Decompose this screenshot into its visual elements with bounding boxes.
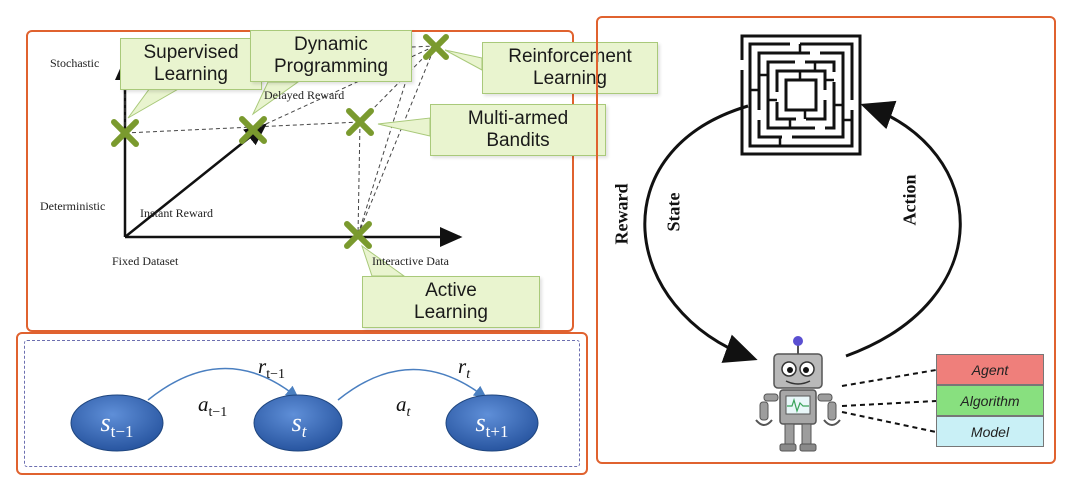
- legend-model: Model: [936, 416, 1044, 447]
- reward-base: r: [458, 354, 467, 378]
- state-label-next: st+1: [455, 408, 529, 442]
- marker-reinforcement: [423, 34, 449, 60]
- state-base: s: [100, 408, 111, 437]
- mdp-chain-panel: [16, 332, 588, 475]
- state-node: [253, 394, 343, 452]
- callout-line: Active: [425, 280, 477, 301]
- callout-line: Bandits: [486, 130, 550, 151]
- label-deterministic: Deterministic: [40, 199, 106, 213]
- reward-label: Reward: [611, 183, 632, 245]
- connector-algorithm: [841, 400, 937, 407]
- state-label-prev: st−1: [80, 408, 154, 442]
- transition-arrow-1: [147, 367, 300, 401]
- label-delayed-reward: Delayed Reward: [264, 88, 345, 102]
- callout-line: Learning: [533, 68, 607, 89]
- callout-line: Supervised: [143, 42, 239, 63]
- action-sub: t−1: [208, 405, 228, 421]
- marker-active: [344, 221, 372, 249]
- callout-line: Reinforcement: [508, 46, 632, 67]
- agent-environment-panel: [596, 16, 1056, 464]
- label-fixed-dataset: Fixed Dataset: [112, 254, 179, 268]
- connector-agent: [841, 369, 937, 387]
- state-sub: t+1: [485, 422, 509, 442]
- transition-arrow-2: [337, 368, 488, 401]
- action-label-prev: at−1: [198, 392, 227, 421]
- marker-supervised: [111, 119, 139, 147]
- label-interactive-data: Interactive Data: [372, 254, 449, 268]
- state-node: [445, 394, 539, 452]
- action-label: Action: [899, 174, 920, 226]
- state-base: s: [475, 408, 486, 437]
- mdp-chain-inner-frame: [24, 340, 580, 467]
- callout-line: Programming: [273, 56, 389, 77]
- action-sub: t: [406, 405, 411, 421]
- callout-line: Learning: [414, 302, 488, 323]
- state-node: [70, 394, 164, 452]
- state-label: State: [663, 192, 684, 232]
- label-stochastic: Stochastic: [50, 56, 100, 70]
- callout-line: Learning: [154, 64, 228, 85]
- reward-label-current: rt: [458, 354, 470, 383]
- reward-base: r: [258, 354, 267, 378]
- callout-line: Dynamic: [294, 34, 368, 55]
- marker-bandits: [346, 108, 374, 136]
- reward-label-prev: rt−1: [258, 354, 285, 383]
- label-instant-reward: Instant Reward: [140, 206, 213, 220]
- connector-model: [841, 411, 937, 433]
- maze-icon: [739, 34, 862, 156]
- legend-algorithm: Algorithm: [936, 385, 1044, 416]
- legend-agent: Agent: [936, 354, 1044, 385]
- state-sub: t: [301, 422, 307, 442]
- marker-dynamic: [239, 116, 267, 144]
- action-arrow: [845, 100, 962, 358]
- robot-icon: [755, 336, 841, 452]
- reward-sub: t: [466, 367, 471, 383]
- reward-sub: t−1: [266, 367, 285, 383]
- callout-line: Multi-armed: [467, 108, 569, 129]
- state-label-current: st: [262, 408, 336, 442]
- state-sub: t−1: [110, 422, 134, 442]
- reward-state-arrow: [643, 104, 758, 363]
- action-label-current: at: [396, 392, 410, 421]
- state-base: s: [291, 408, 302, 437]
- action-base: a: [198, 392, 209, 416]
- pointer-dynamic: [251, 81, 300, 116]
- action-base: a: [396, 392, 407, 416]
